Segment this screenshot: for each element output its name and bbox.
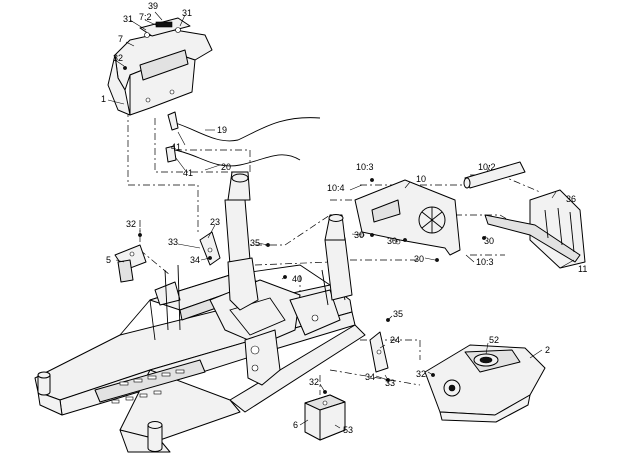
callout-7-2: 7:2 <box>139 12 152 22</box>
callout-23: 23 <box>210 217 220 227</box>
callout-7: 7 <box>118 34 123 44</box>
callout-39: 39 <box>148 1 158 11</box>
battery-box <box>304 394 346 441</box>
rear-cover-panel <box>354 179 461 256</box>
callout-31-left: 31 <box>123 14 133 24</box>
callout-30-d: 30 <box>484 236 494 246</box>
callout-10-3-right: 10:3 <box>476 257 494 267</box>
callout-34-left: 34 <box>190 255 200 265</box>
callout-30-c: 30 <box>414 254 424 264</box>
left-bracket <box>114 244 147 283</box>
right-shield <box>484 189 586 269</box>
callout-32-tank: 32 <box>416 369 426 379</box>
callout-1: 1 <box>101 94 106 104</box>
callout-10-4: 10:4 <box>327 183 345 193</box>
cables <box>165 111 321 167</box>
callout-19: 19 <box>217 125 227 135</box>
callout-11: 11 <box>578 264 587 274</box>
callout-33-right: 33 <box>385 378 395 388</box>
callout-24: 24 <box>390 335 400 345</box>
callout-31-right: 31 <box>182 8 192 18</box>
callout-36: 36 <box>566 194 576 204</box>
callout-35-right: 35 <box>393 309 403 319</box>
callout-10-2: 10:2 <box>478 162 496 172</box>
chassis-frame <box>34 264 366 453</box>
fuel-tank-body <box>424 344 546 423</box>
callout-35-left: 35 <box>250 238 260 248</box>
callout-32-bracket: 32 <box>126 219 136 229</box>
callout-20: 20 <box>221 162 231 172</box>
rear-tube <box>463 161 526 189</box>
vertical-tubes <box>224 171 353 311</box>
callout-53: 53 <box>343 425 353 435</box>
callout-2: 2 <box>545 345 550 355</box>
callout-6: 6 <box>293 420 298 430</box>
callout-41-top: 41 <box>171 142 181 152</box>
callout-labels: 1 2 5 6 7 7:2 10 10:2 10:3 10:3 10:4 11 … <box>101 1 587 435</box>
callout-34-right: 34 <box>365 372 375 382</box>
callout-10: 10 <box>416 174 426 184</box>
callout-32-console: 32 <box>113 53 123 63</box>
callout-32-battery: 32 <box>309 377 319 387</box>
callout-30-b: 30 <box>387 236 397 246</box>
callout-40: 40 <box>292 274 302 284</box>
tank-bracket <box>369 331 389 373</box>
leader-lines <box>107 11 575 429</box>
dash-console-panel <box>107 17 213 116</box>
callout-41-bottom: 41 <box>183 168 193 178</box>
caster-mounts <box>37 371 163 452</box>
callout-33-left: 33 <box>168 237 178 247</box>
callout-30-a: 30 <box>354 230 364 240</box>
pivot-bracket <box>199 231 221 266</box>
callout-52: 52 <box>489 335 499 345</box>
callout-10-3-top: 10:3 <box>356 162 374 172</box>
callout-5: 5 <box>106 255 111 265</box>
